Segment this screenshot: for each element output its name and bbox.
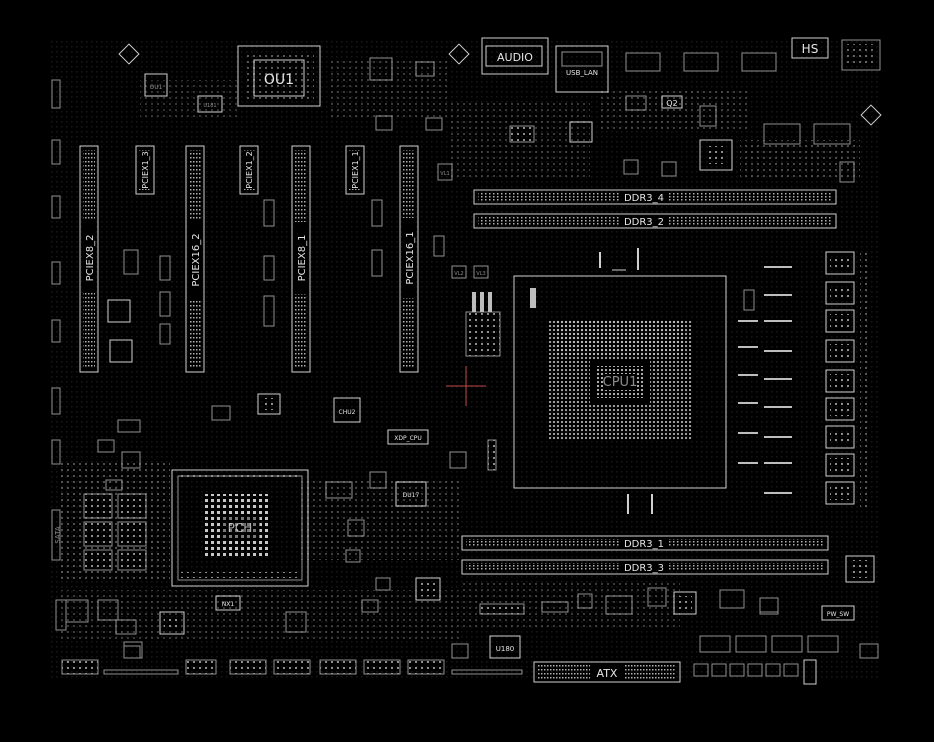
pcie-slot-pciex1-1: PCIEX1_1 [345,145,365,195]
pcie-slot-pciex1-2: PCIEX1_2 [239,145,259,195]
bottom-right-area: PW_SW [693,597,879,685]
ddr3-1-label: DDR3_1 [624,539,664,550]
chip-u180: U180 [489,635,521,659]
vrm-chokes [825,251,855,505]
pcie-slot-pciex8-2: PCIEX8_2 [79,145,99,373]
vl1-label: VL1 [440,171,449,177]
du17-label: DU17 [403,492,420,499]
atx-label: ATX [597,667,618,680]
sata-connectors: SATA [54,493,147,571]
nx1-label: NX1 [222,601,235,608]
cpu-socket: CPU1 [487,248,755,514]
ddr3-2-label: DDR3_2 [624,217,664,228]
pcie-slot-pciex16-2: PCIEX16_2 [185,145,205,373]
audio-label: AUDIO [497,51,533,64]
crosshair-cursor [446,366,486,406]
hs-label: HS [802,42,819,56]
ddr3-4-label: DDR3_4 [624,193,664,204]
connector-xdp-cpu: XDP_CPU [387,429,429,445]
cpu1-label: CPU1 [603,375,638,390]
top-io-area: OU1 OU1 U181 AUDIO USB_LAN HS Q2 [118,37,882,183]
pcie-slot-pciex8-1: PCIEX8_1 [291,145,311,373]
pciex8-2-label: PCIEX8_2 [85,235,96,282]
pciex1-2-label: PCIEX1_2 [245,151,254,188]
chu2-label: CHU2 [339,409,356,416]
pciex16-2-label: PCIEX16_2 [191,233,202,286]
pcie-slot-pciex1-3: PCIEX1_3 [135,145,155,195]
u181-label: U181 [203,103,216,109]
vl3-label: VL3 [476,271,485,277]
pch-label: PCH [228,521,253,535]
component-texture [50,40,880,680]
chip-du17: DU17 [325,451,467,613]
pciex1-1-label: PCIEX1_1 [351,151,360,188]
ou1-small-label: OU1 [150,84,163,91]
pciex1-3-label: PCIEX1_3 [141,151,150,188]
q2-label: Q2 [666,99,677,108]
pw-sw-label: PW_SW [827,611,849,618]
ou1-label: OU1 [264,72,294,88]
dimm-slot-ddr3-1: DDR3_1 [461,535,829,551]
dimm-slot-ddr3-3: DDR3_3 [461,559,829,575]
pcie-slot-pciex16-1: PCIEX16_1 [399,145,419,373]
vrm-mosfets [738,266,792,494]
ddr3-3-label: DDR3_3 [624,563,664,574]
slot-area-components: VL1 VL2 VL3 [97,163,501,491]
bottom-left-area: NX1 [65,587,779,659]
chip-pch: PCH [171,469,309,587]
vrm-area [738,250,875,583]
connector-atx: ATX [533,661,681,683]
pciex16-1-label: PCIEX16_1 [405,231,416,284]
sata-label: SATA [54,526,62,544]
pciex8-1-label: PCIEX8_1 [297,235,308,282]
chip-chu2: CHU2 [333,397,361,423]
vl2-label: VL2 [454,271,463,277]
u180-label: U180 [496,645,514,653]
dimm-slot-ddr3-2: DDR3_2 [473,213,837,229]
dimm-slot-ddr3-4: DDR3_4 [473,189,837,205]
bottom-headers [61,643,523,675]
usb-lan-label: USB_LAN [566,69,598,77]
xdp-cpu-label: XDP_CPU [394,435,422,442]
